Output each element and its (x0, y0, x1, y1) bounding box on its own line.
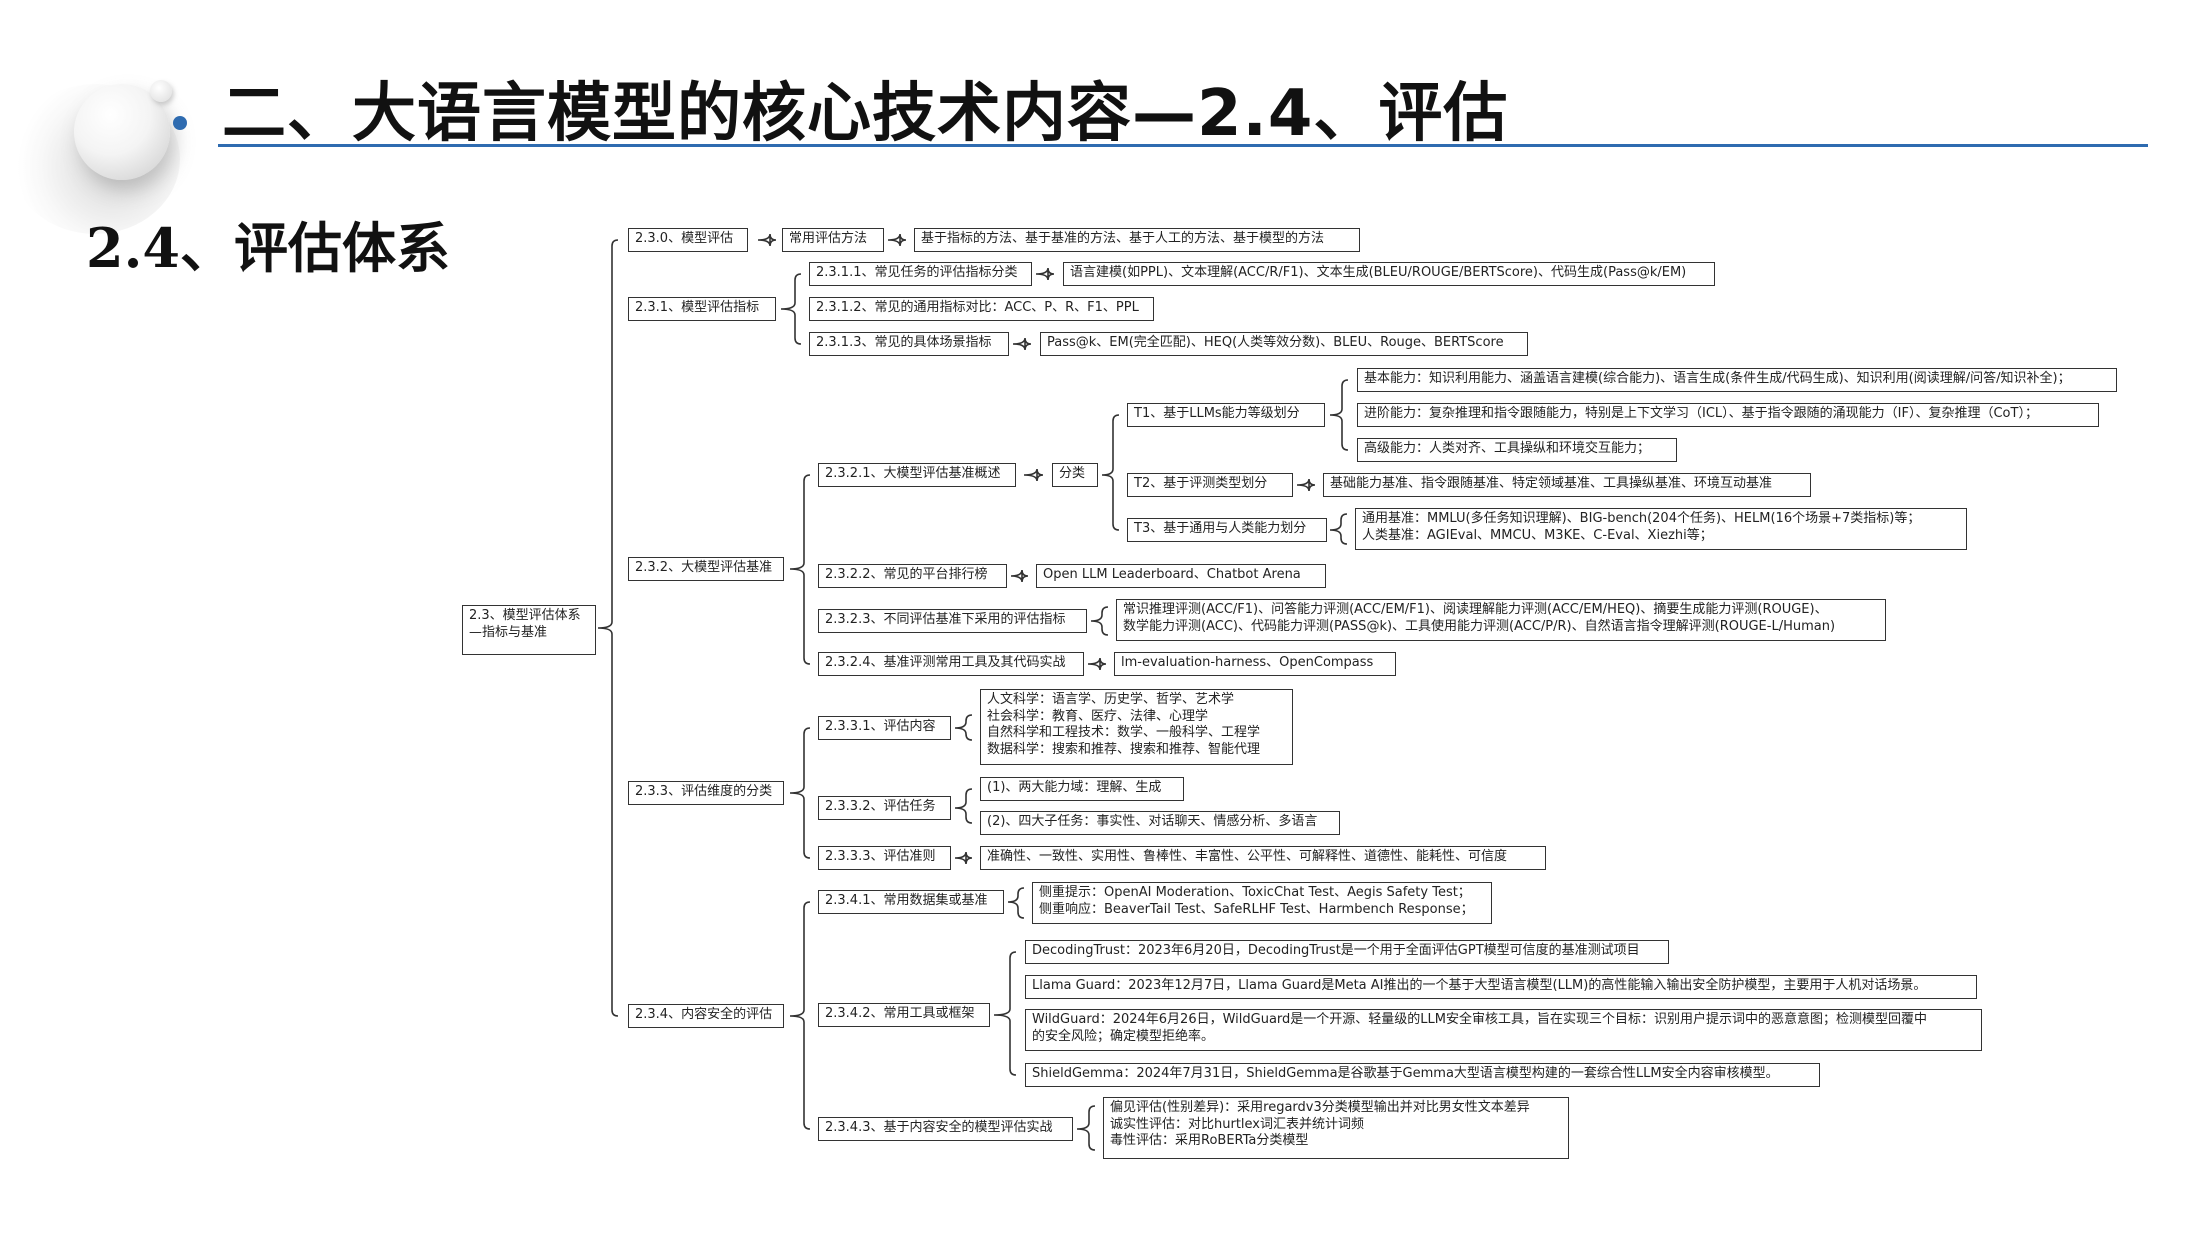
node-2-3-2: 2.3.2、大模型评估基准 (628, 557, 784, 581)
bracket-2-3-0 (757, 233, 777, 247)
node-tool-shieldgemma: ShieldGemma：2024年7月31日，ShieldGemma是谷歌基于G… (1025, 1063, 1820, 1087)
bracket-2-3-2-4 (1087, 657, 1107, 671)
node-2-3-1-2: 2.3.1.2、常见的通用指标对比：ACC、P、R、F1、PPL (809, 297, 1154, 321)
bracket-2-3-2-3 (1090, 606, 1109, 636)
node-2-3-2-3: 2.3.2.3、不同评估基准下采用的评估指标 (818, 609, 1087, 633)
node-2-3-2-2: 2.3.2.2、常见的平台排行榜 (818, 564, 1007, 588)
bracket-t2 (1296, 478, 1316, 492)
section-subtitle: 2.4、评估体系 (86, 216, 450, 280)
node-2-3-2-4-desc: lm-evaluation-harness、OpenCompass (1114, 652, 1396, 676)
bracket-2-3-4-1 (1007, 887, 1025, 919)
node-task-1: (1)、两大能力域：理解、生成 (980, 777, 1184, 801)
node-t1-high: 高级能力：人类对齐、工具操纵和环境交互能力； (1357, 438, 1677, 462)
bracket-2-3-1 (780, 273, 802, 345)
node-tool-decodingtrust: DecodingTrust：2023年6月20日，DecodingTrust是一… (1025, 940, 1669, 964)
node-2-3-2-2-desc: Open LLM Leaderboard、Chatbot Arena (1036, 564, 1326, 588)
bracket-2-3-4 (789, 901, 811, 1130)
bracket-common-methods (887, 233, 907, 247)
node-t1-basic: 基本能力：知识利用能力、涵盖语言建模(综合能力)、语言生成(条件生成/代码生成)… (1357, 368, 2117, 392)
bracket-2-3-2 (789, 474, 811, 665)
bracket-2-3-2-2 (1010, 569, 1029, 583)
bracket-2-3-2-1 (1023, 468, 1044, 482)
node-2-3-3-1-desc: 人文科学：语言学、历史学、哲学、艺术学 社会科学：教育、医疗、法律、心理学 自然… (980, 689, 1293, 765)
bracket-2-3-4-3 (1076, 1105, 1096, 1151)
slide-title: 二、大语言模型的核心技术内容—2.4、评估 (222, 77, 1509, 151)
node-2-3-0: 2.3.0、模型评估 (628, 228, 748, 252)
node-2-3-3: 2.3.3、评估维度的分类 (628, 781, 784, 805)
bracket-classify (1101, 414, 1120, 531)
node-2-3-4-3: 2.3.4.3、基于内容安全的模型评估实战 (818, 1117, 1073, 1141)
bracket-t1 (1329, 379, 1349, 451)
node-2-3-1-3-desc: Pass@k、EM(完全匹配)、HEQ(人类等效分数)、BLEU、Rouge、B… (1040, 332, 1528, 356)
bracket-2-3-3-3 (954, 851, 973, 865)
bracket-2-3-1-1 (1035, 267, 1055, 281)
node-tool-wildguard: WildGuard：2024年6月26日，WildGuard是一个开源、轻量级的… (1025, 1009, 1982, 1051)
mindmap-root: 2.3、模型评估体系 —指标与基准 (462, 605, 596, 655)
bracket-t3 (1329, 513, 1348, 545)
decorative-small-sphere (150, 80, 172, 102)
node-t3: T3、基于通用与人类能力划分 (1127, 518, 1327, 542)
node-t1-advanced: 进阶能力：复杂推理和指令跟随能力，特别是上下文学习（ICL）、基于指令跟随的涌现… (1357, 403, 2099, 427)
node-2-3-4-1: 2.3.4.1、常用数据集或基准 (818, 890, 1004, 914)
node-t2: T2、基于评测类型划分 (1127, 473, 1293, 497)
node-t2-desc: 基础能力基准、指令跟随基准、特定领域基准、工具操纵基准、环境互动基准 (1323, 473, 1811, 497)
bracket-root (597, 239, 619, 1017)
node-t1: T1、基于LLMs能力等级划分 (1127, 403, 1325, 427)
node-methods-list: 基于指标的方法、基于基准的方法、基于人工的方法、基于模型的方法 (914, 228, 1360, 252)
node-2-3-4-3-desc: 偏见评估(性别差异)：采用regardv3分类模型输出并对比男女性文本差异 诚实… (1103, 1097, 1569, 1159)
node-t3-desc: 通用基准：MMLU(多任务知识理解)、BIG-bench(204个任务)、HEL… (1355, 508, 1967, 550)
bracket-2-3-3-2 (954, 788, 973, 824)
node-2-3-1-3: 2.3.1.3、常见的具体场景指标 (809, 332, 1009, 356)
node-common-methods: 常用评估方法 (782, 228, 884, 252)
node-tool-llama-guard: Llama Guard：2023年12月7日，Llama Guard是Meta … (1025, 975, 1977, 999)
node-2-3-2-3-desc: 常识推理评测(ACC/F1)、问答能力评测(ACC/EM/F1)、阅读理解能力评… (1116, 599, 1886, 641)
node-2-3-2-4: 2.3.2.4、基准评测常用工具及其代码实战 (818, 652, 1084, 676)
title-underline (218, 144, 2148, 147)
node-2-3-4-2: 2.3.4.2、常用工具或框架 (818, 1003, 990, 1027)
node-2-3-2-1: 2.3.2.1、大模型评估基准概述 (818, 463, 1016, 487)
node-2-3-1-1-desc: 语言建模(如PPL)、文本理解(ACC/R/F1)、文本生成(BLEU/ROUG… (1063, 262, 1715, 286)
node-2-3-3-3: 2.3.3.3、评估准则 (818, 846, 951, 870)
node-2-3-4-1-desc: 侧重提示：OpenAI Moderation、ToxicChat Test、Ae… (1032, 882, 1492, 924)
node-2-3-1: 2.3.1、模型评估指标 (628, 297, 776, 321)
node-2-3-4: 2.3.4、内容安全的评估 (628, 1004, 784, 1028)
node-task-2: (2)、四大子任务：事实性、对话聊天、情感分析、多语言 (980, 811, 1340, 835)
bracket-2-3-1-3 (1012, 337, 1032, 351)
node-2-3-1-1: 2.3.1.1、常见任务的评估指标分类 (809, 262, 1032, 286)
bracket-2-3-4-2 (993, 951, 1017, 1076)
node-2-3-3-3-desc: 准确性、一致性、实用性、鲁棒性、丰富性、公平性、可解释性、道德性、能耗性、可信度 (980, 846, 1546, 870)
node-2-3-3-1: 2.3.3.1、评估内容 (818, 716, 951, 740)
node-classify: 分类 (1052, 463, 1098, 487)
bracket-2-3-3-1 (954, 714, 973, 741)
bracket-2-3-3 (789, 727, 811, 859)
title-bullet-icon (173, 116, 187, 130)
node-2-3-3-2: 2.3.3.2、评估任务 (818, 796, 951, 820)
